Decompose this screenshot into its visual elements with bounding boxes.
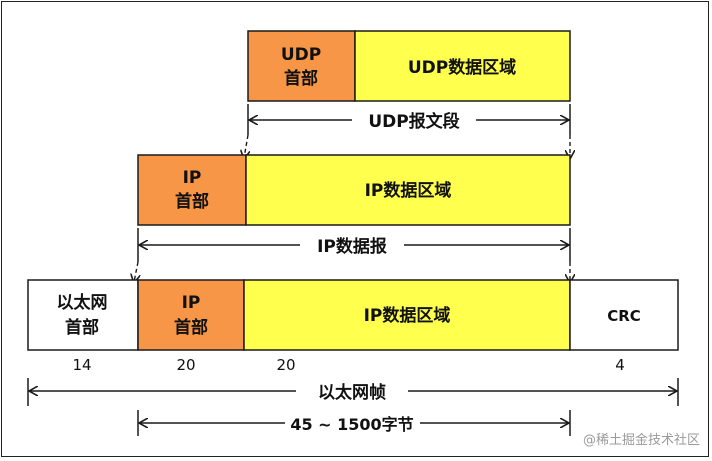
ip-data-box — [245, 154, 571, 226]
ethernet-ip-header-line2: 首部 — [174, 317, 208, 338]
udp-segment-span: UDP报文段 — [247, 104, 571, 135]
crc-box — [569, 279, 679, 351]
udp-header-line2: 首部 — [284, 68, 318, 89]
payload-size-label: 45 ~ 1500字节 — [290, 415, 413, 434]
ethernet-ip-data-label: IP数据区域 — [364, 305, 451, 326]
ethernet-header-line1: 以太网 — [57, 292, 108, 313]
udp-segment-row: UDP 首部 UDP数据区域 — [247, 30, 571, 102]
udp-header-line1: UDP — [281, 45, 321, 65]
size-ethernet-header: 14 — [72, 356, 91, 374]
payload-span: 45 ~ 1500字节 — [137, 410, 571, 436]
crc-label: CRC — [607, 307, 641, 325]
ethernet-header-box — [27, 279, 139, 351]
ethernet-ip-data-box — [243, 279, 571, 351]
ip-header-box — [137, 154, 247, 226]
ethernet-frame-span: 以太网帧 — [27, 378, 679, 406]
ip-header-line2: 首部 — [175, 191, 209, 212]
ip-header-line1: IP — [183, 168, 202, 188]
ip-to-ethernet-drop-arrows — [134, 261, 570, 282]
size-ip-header: 20 — [176, 356, 195, 374]
watermark: @稀土掘金技术社区 — [583, 432, 700, 448]
udp-header-box — [247, 30, 356, 102]
size-crc: 4 — [615, 356, 625, 374]
size-labels: 14 20 20 4 — [72, 356, 624, 374]
udp-data-box — [354, 30, 571, 102]
ip-datagram-span: IP数据报 — [137, 228, 571, 262]
udp-to-ip-drop-arrows — [244, 134, 570, 158]
ip-datagram-label: IP数据报 — [317, 236, 387, 257]
ethernet-ip-header-line1: IP — [182, 293, 201, 313]
ethernet-header-line2: 首部 — [65, 317, 99, 338]
udp-data-label: UDP数据区域 — [408, 57, 516, 78]
ethernet-ip-header-box — [137, 279, 245, 351]
ethernet-frame-label: 以太网帧 — [318, 382, 386, 403]
size-udp-header: 20 — [276, 356, 295, 374]
ip-datagram-row: IP 首部 IP数据区域 — [137, 154, 571, 226]
udp-segment-label: UDP报文段 — [368, 111, 459, 132]
ethernet-frame-row: 以太网 首部 IP 首部 IP数据区域 CRC — [27, 279, 679, 351]
ip-data-label: IP数据区域 — [365, 180, 452, 201]
